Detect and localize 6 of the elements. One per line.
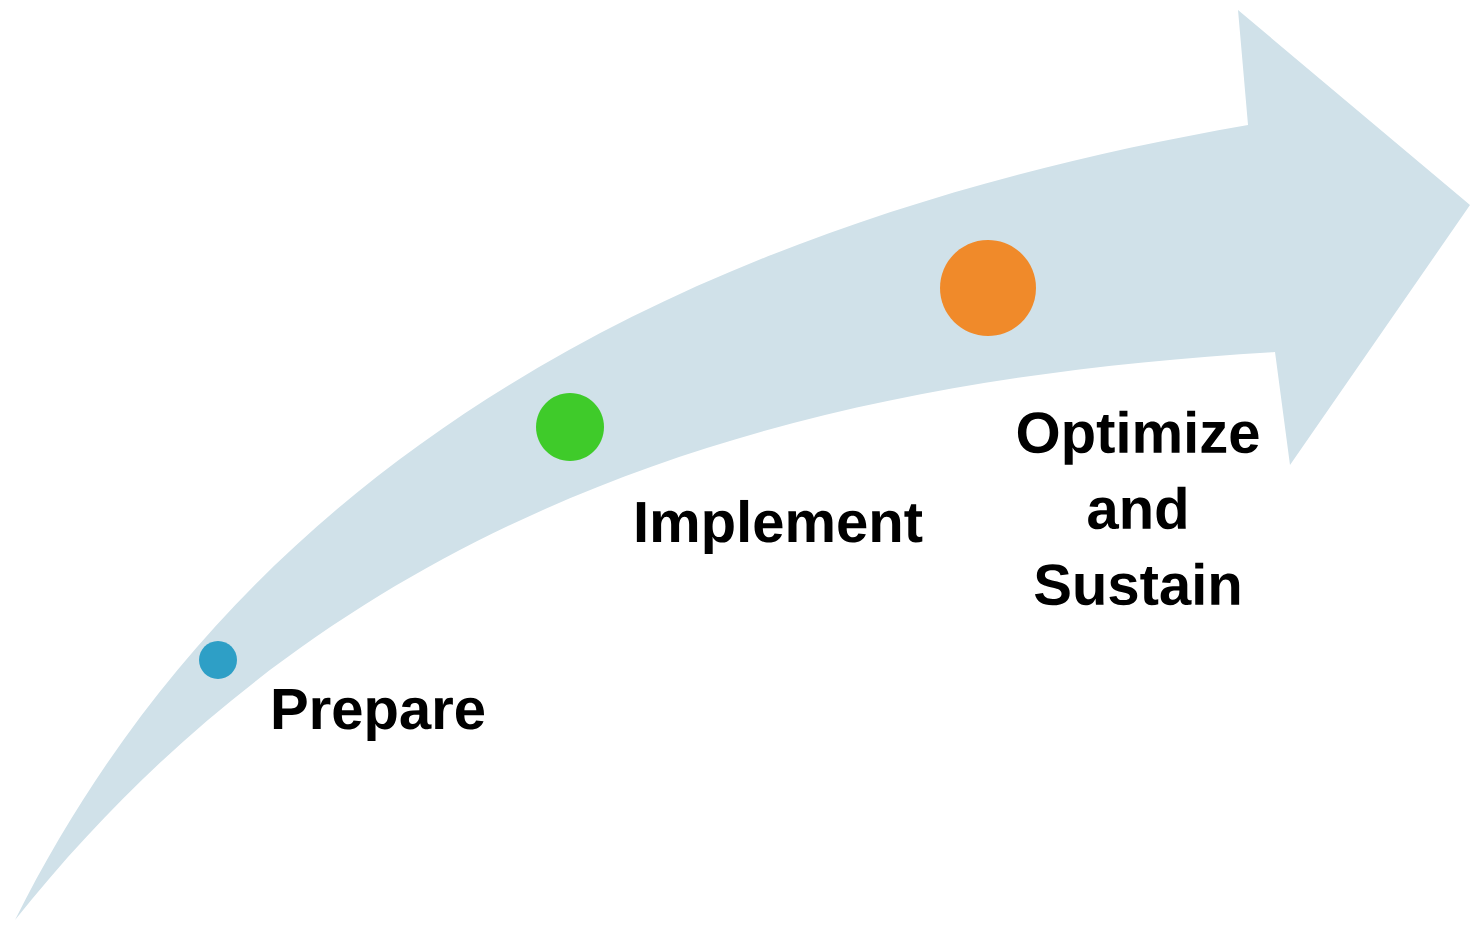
- step-label: Optimize and Sustain: [1017, 410, 1259, 606]
- dot: [536, 393, 604, 461]
- step-label: Prepare: [273, 689, 484, 741]
- dot: [940, 240, 1036, 336]
- dot: [199, 641, 237, 679]
- step-label: Implement: [636, 499, 923, 554]
